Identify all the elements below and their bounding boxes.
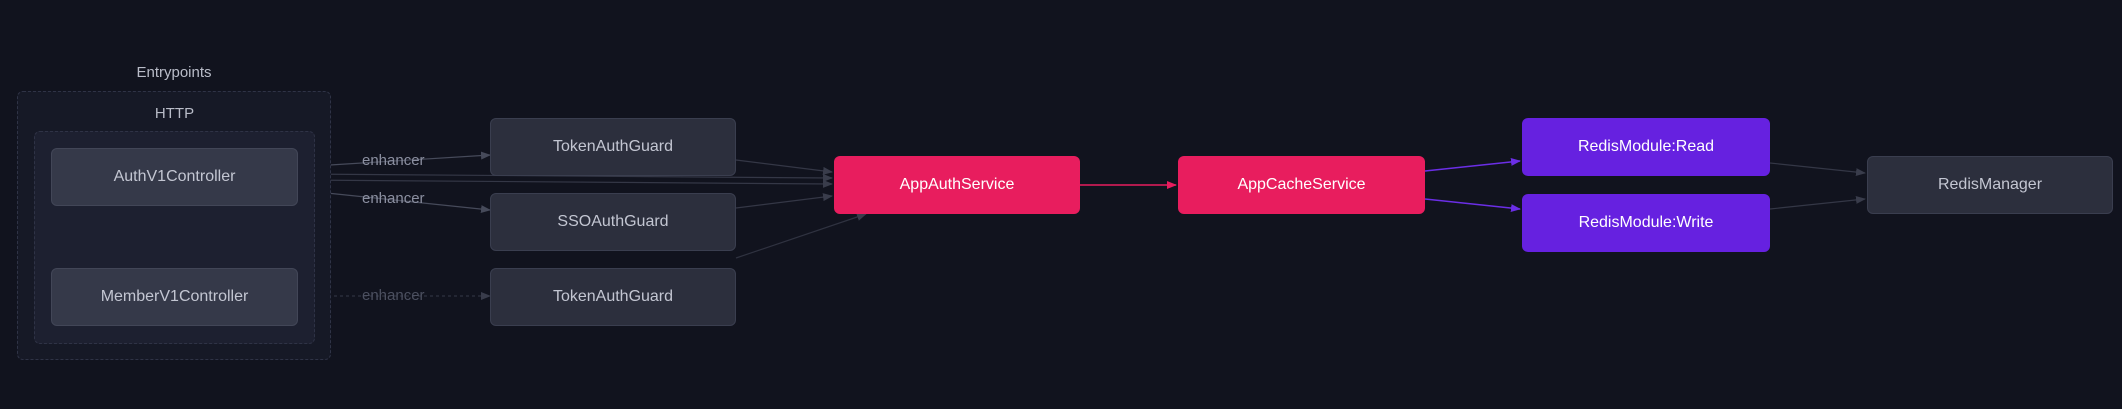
edge-token-guard2-to-app-auth xyxy=(735,213,867,259)
node-label: TokenAuthGuard xyxy=(552,288,674,305)
node-redis-module-read[interactable]: RedisModule:Read xyxy=(1522,118,1770,176)
edge-app-cache-to-redis-read xyxy=(1424,157,1521,172)
edge-redis-read-to-manager xyxy=(1769,162,1866,177)
node-label: TokenAuthGuard xyxy=(552,138,674,155)
node-label: MemberV1Controller xyxy=(100,288,249,305)
node-token-auth-guard[interactable]: TokenAuthGuard xyxy=(490,118,736,176)
edge-auth-to-app-auth-2 xyxy=(297,179,833,188)
node-token-auth-guard-member[interactable]: TokenAuthGuard xyxy=(490,268,736,326)
node-sso-auth-guard[interactable]: SSOAuthGuard xyxy=(490,193,736,251)
edge-label-enhancer-auth-sso: enhancer xyxy=(362,190,425,207)
node-label: RedisModule:Read xyxy=(1577,138,1715,155)
node-label: AppCacheService xyxy=(1237,176,1366,193)
node-redis-manager[interactable]: RedisManager xyxy=(1867,156,2113,214)
node-label: AppAuthService xyxy=(899,176,1015,193)
edge-auth-to-app-auth-1 xyxy=(297,173,833,182)
node-app-auth-service[interactable]: AppAuthService xyxy=(834,156,1080,214)
cluster-label-http: HTTP xyxy=(154,105,195,122)
edge-token-guard-to-app-auth xyxy=(735,159,833,175)
edge-redis-write-to-manager xyxy=(1769,195,1866,210)
edge-sso-guard-to-app-auth xyxy=(735,193,833,209)
node-label: RedisManager xyxy=(1937,176,2043,193)
node-label: SSOAuthGuard xyxy=(557,213,669,230)
node-member-v1-controller[interactable]: MemberV1Controller xyxy=(51,268,298,326)
edge-label-enhancer-member-token: enhancer xyxy=(362,287,425,304)
node-label: AuthV1Controller xyxy=(113,168,236,185)
node-redis-module-write[interactable]: RedisModule:Write xyxy=(1522,194,1770,252)
node-auth-v1-controller[interactable]: AuthV1Controller xyxy=(51,148,298,206)
edge-label-enhancer-auth-token: enhancer xyxy=(362,152,425,169)
node-app-cache-service[interactable]: AppCacheService xyxy=(1178,156,1425,214)
node-label: RedisModule:Write xyxy=(1578,214,1714,231)
edge-app-cache-to-redis-write xyxy=(1424,198,1521,213)
cluster-label-entrypoints: Entrypoints xyxy=(136,64,212,81)
